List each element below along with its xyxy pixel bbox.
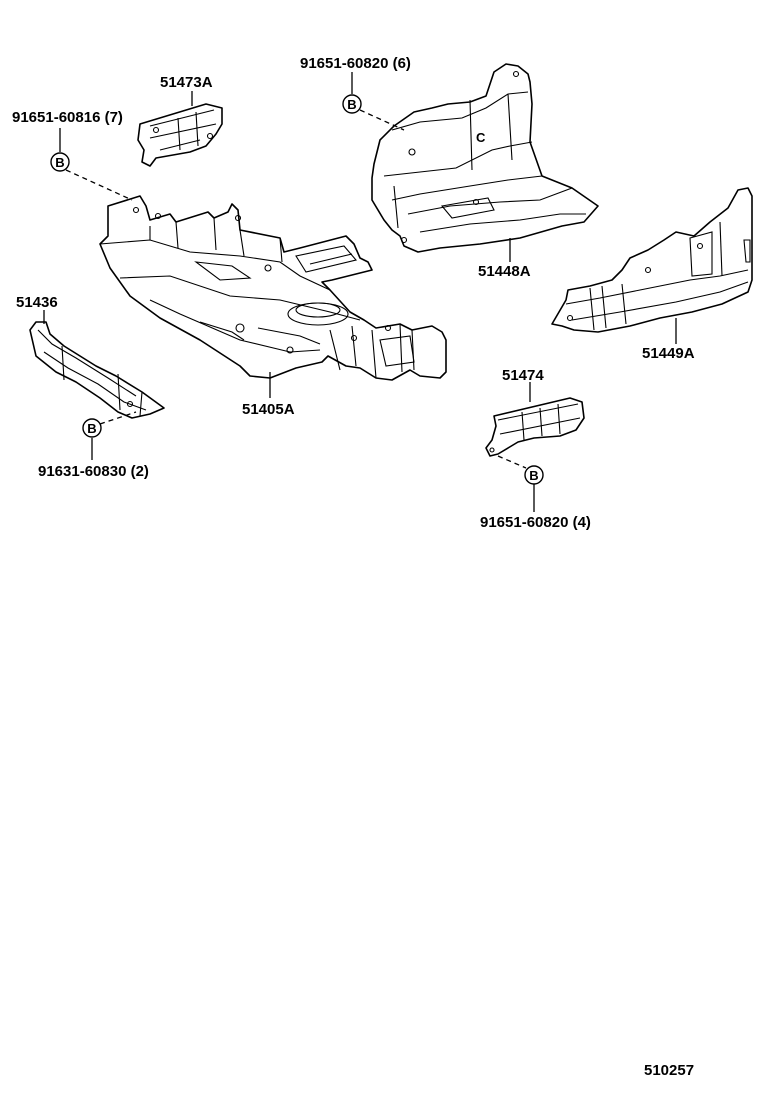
part-51436-drawing xyxy=(29,321,165,419)
part-51405a-drawing xyxy=(99,195,447,381)
leader-lines xyxy=(43,72,677,512)
svg-text:B: B xyxy=(55,155,64,170)
label-bolt-91631-60830: 91631-60830 (2) xyxy=(38,463,149,480)
label-51448a: 51448A xyxy=(478,263,531,280)
part-51474-drawing xyxy=(485,397,585,457)
label-51436: 51436 xyxy=(16,294,58,311)
diagram-id: 510257 xyxy=(644,1062,694,1079)
part-51448a-drawing xyxy=(371,63,599,253)
label-bolt-91651-60820-6: 91651-60820 (6) xyxy=(300,55,411,72)
ref-b-callout-2: B xyxy=(342,94,362,114)
part-51449a-drawing xyxy=(551,187,753,333)
svg-text:B: B xyxy=(347,97,356,112)
label-51474: 51474 xyxy=(502,367,544,384)
label-51473a: 51473A xyxy=(160,74,213,91)
label-bolt-91651-60820-4: 91651-60820 (4) xyxy=(480,514,591,531)
label-51405a: 51405A xyxy=(242,401,295,418)
part-51473a-drawing xyxy=(137,103,223,167)
label-bolt-91651-60816: 91651-60816 (7) xyxy=(12,109,123,126)
ref-c-mark: C xyxy=(476,130,486,145)
ref-b-callout-4: B xyxy=(524,465,544,485)
svg-text:B: B xyxy=(529,468,538,483)
label-51449a: 51449A xyxy=(642,345,695,362)
svg-text:B: B xyxy=(87,421,96,436)
ref-b-callout-1: B xyxy=(50,152,70,172)
ref-b-callout-3: B xyxy=(82,418,102,438)
